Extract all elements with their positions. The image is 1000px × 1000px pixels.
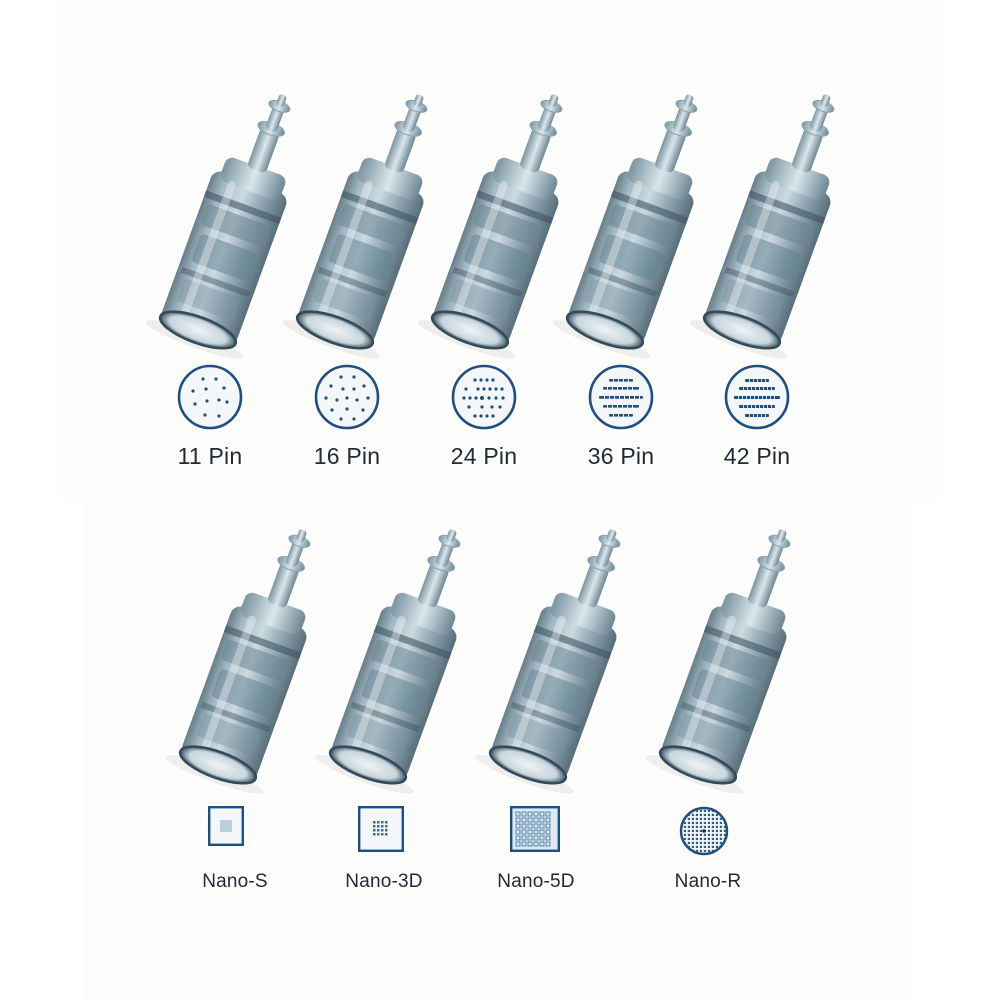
label-nano-s: Nano-S	[202, 871, 268, 892]
label-42-pin: 42 Pin	[723, 443, 791, 469]
label-nano-5d: Nano-5D	[497, 871, 575, 892]
pin-pattern-42-icon	[723, 363, 791, 431]
label-nano-3d: Nano-3D	[345, 871, 423, 892]
nano-5d-grid-icon	[510, 806, 560, 852]
nano-3d-grid-icon	[358, 806, 404, 852]
pin-pattern-24-icon	[450, 363, 518, 431]
nano-s-square-icon	[208, 806, 244, 846]
pin-pattern-16-icon	[313, 363, 381, 431]
nano-r-round-grid-icon	[679, 805, 729, 857]
label-16-pin: 16 Pin	[313, 443, 381, 469]
pin-pattern-11-icon	[176, 363, 244, 431]
label-36-pin: 36 Pin	[587, 443, 655, 469]
label-nano-r: Nano-R	[674, 871, 742, 892]
label-24-pin: 24 Pin	[450, 443, 518, 469]
pin-pattern-36-icon	[587, 363, 655, 431]
label-11-pin: 11 Pin	[177, 443, 243, 469]
